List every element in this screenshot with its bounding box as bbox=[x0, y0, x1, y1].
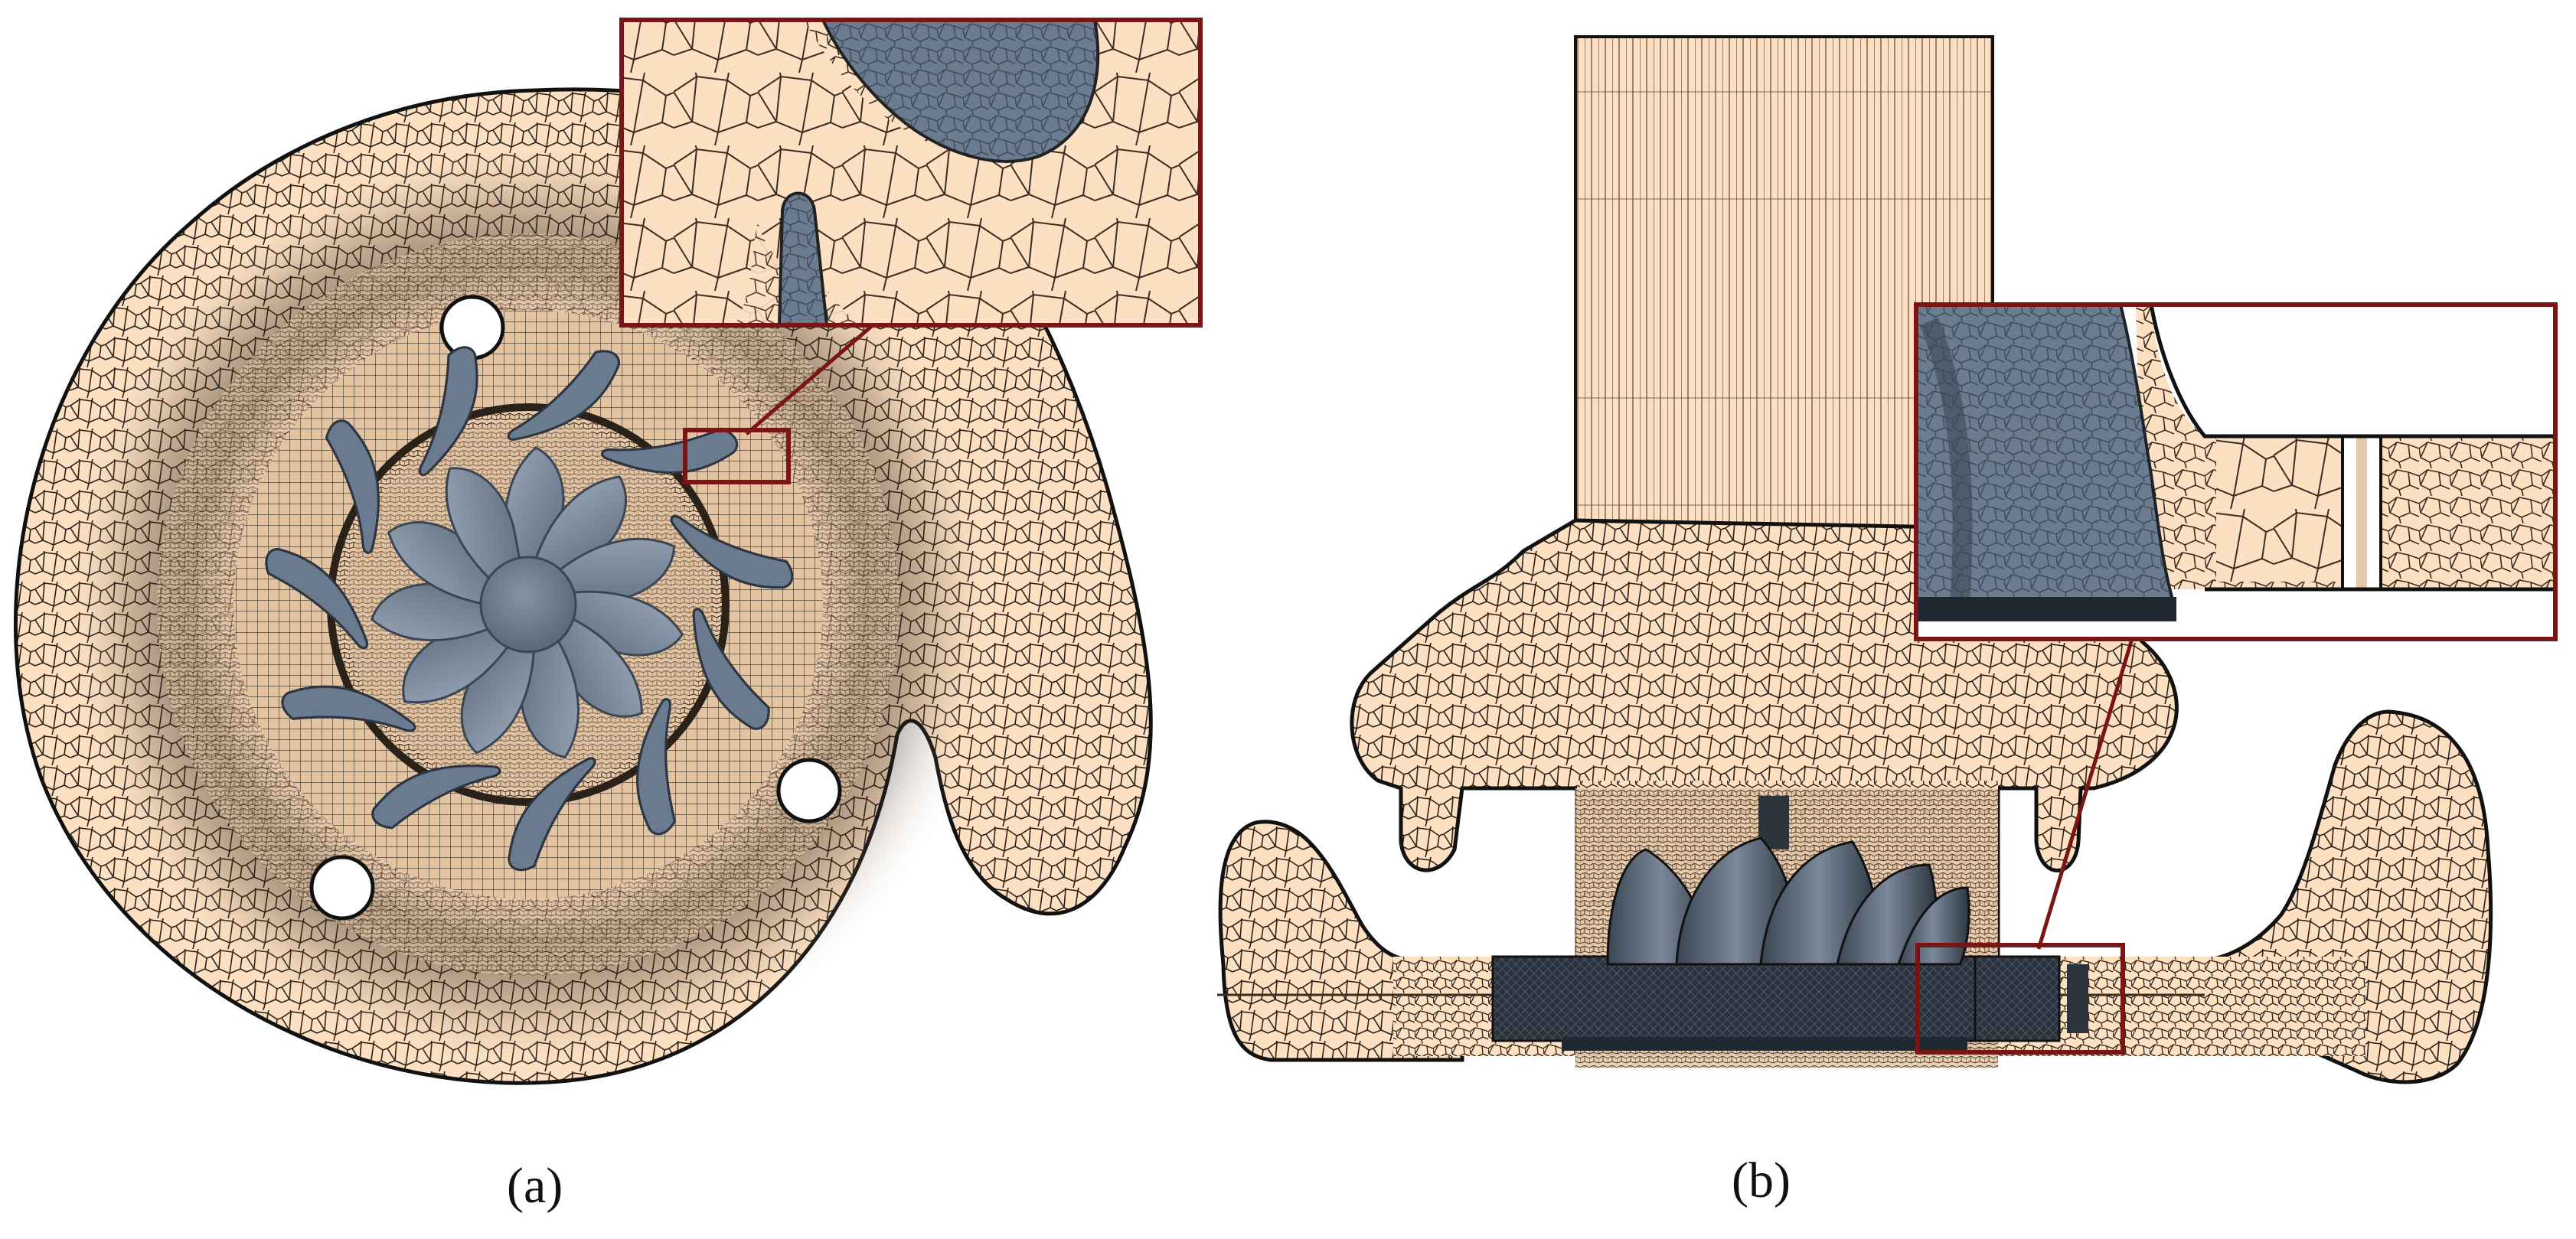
nozzle-vane-icon bbox=[371, 765, 501, 830]
inset-a-vane-tip-mesh bbox=[619, 18, 1203, 328]
mounting-hole-icon bbox=[309, 855, 375, 921]
inset-b-nozzle-clearance-mesh bbox=[1914, 302, 2558, 641]
nozzle-vane-ring bbox=[265, 346, 794, 872]
zoom-region-box bbox=[1915, 943, 2125, 1055]
nozzle-vane-icon bbox=[418, 346, 478, 477]
backplate-solid bbox=[1562, 1037, 1967, 1051]
inset-b-frame bbox=[1914, 302, 2558, 641]
inset-a-frame bbox=[619, 18, 1203, 328]
turbine-impeller-icon bbox=[370, 446, 684, 759]
vane-tip-section bbox=[777, 191, 829, 325]
nozzle-vane-icon bbox=[636, 698, 677, 836]
zoom-leader-line bbox=[2036, 638, 2134, 950]
nozzle-vane-icon bbox=[670, 515, 794, 589]
panel-label-a: (a) bbox=[507, 1158, 563, 1214]
nozzle-vane-icon bbox=[265, 547, 369, 650]
shroud-plate-solid bbox=[1916, 597, 2176, 621]
zoom-leader-line bbox=[745, 324, 874, 435]
nozzle-vane-icon bbox=[601, 427, 739, 474]
nozzle-vane-icon bbox=[281, 685, 416, 732]
panel-b-meridional-mesh bbox=[1217, 35, 2558, 1084]
impeller-blade-icon bbox=[445, 467, 528, 589]
zoom-region-box bbox=[683, 428, 791, 484]
nozzle-vane-icon bbox=[325, 419, 380, 554]
panel-a-volute-mesh bbox=[13, 18, 1203, 1085]
impeller-hub bbox=[479, 556, 577, 654]
nozzle-ring-solid bbox=[1491, 955, 2015, 1042]
vane-section bbox=[821, 20, 1100, 163]
blade-surface-mesh bbox=[1916, 305, 2176, 615]
mounting-hole-icon bbox=[776, 758, 842, 823]
nozzle-vane-icon bbox=[507, 350, 620, 441]
vane-stub-solid bbox=[1974, 955, 2061, 1042]
panel-label-b: (b) bbox=[1732, 1153, 1791, 1208]
nozzle-vane-icon bbox=[508, 757, 596, 872]
nozzle-vane-icon bbox=[692, 608, 770, 730]
